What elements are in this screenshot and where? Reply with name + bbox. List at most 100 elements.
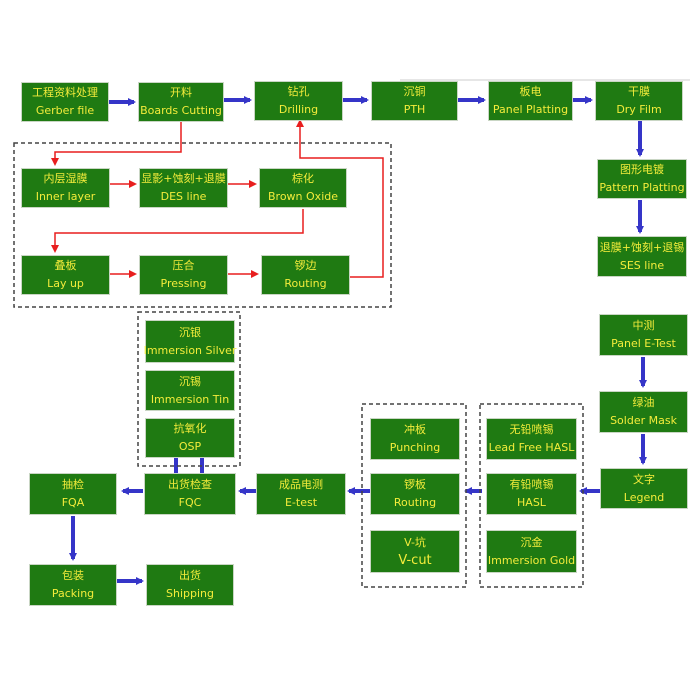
node-label-cn: 沉铜: [403, 85, 426, 98]
node-drilling: 钻孔 Drilling: [254, 81, 343, 121]
group-surface-finish-2: [479, 403, 584, 588]
node-label-en: DES line: [160, 190, 207, 203]
node-lead-free-hasl: 无铅喷锡 Lead Free HASL: [486, 418, 577, 460]
node-label-cn: 包装: [62, 569, 84, 582]
group-borders: [13, 142, 584, 588]
node-pattern-plating: 图形电镀 Pattern Platting: [597, 159, 687, 199]
node-label-en: Lay up: [47, 277, 84, 290]
arrow-brown-layup: [51, 209, 304, 253]
node-fqc: 出货检查 FQC: [144, 473, 236, 515]
group-surface-finish-1: [137, 311, 241, 467]
node-label-en: Routing: [393, 496, 437, 509]
node-label-cn: 图形电镀: [620, 163, 664, 176]
node-label-en: Shipping: [166, 587, 214, 600]
node-panel-etest: 中测 Panel E-Test: [599, 314, 688, 356]
node-label-cn: 中测: [632, 319, 655, 332]
node-label-cn: 开料: [170, 86, 192, 99]
node-label-cn: 板电: [519, 85, 542, 98]
node-pressing: 压合 Pressing: [139, 255, 228, 295]
node-packing: 包装 Packing: [29, 564, 117, 606]
node-label-en: Panel E-Test: [611, 337, 676, 350]
node-brown-oxide: 棕化 Brown Oxide: [259, 168, 347, 208]
node-solder-mask: 绿油 Solder Mask: [599, 391, 688, 433]
node-label-en: Brown Oxide: [268, 190, 338, 203]
node-label-cn: 冲板: [404, 423, 426, 436]
node-routing-inner: 锣边 Routing: [261, 255, 350, 295]
node-immersion-gold: 沉金 Immersion Gold: [486, 530, 577, 573]
node-dry-film: 干膜 Dry Film: [595, 81, 683, 121]
node-immersion-tin: 沉锡 Immersion Tin: [145, 370, 235, 411]
node-label-cn: 内层湿膜: [43, 172, 88, 185]
node-panel-plating: 板电 Panel Platting: [488, 81, 573, 121]
node-label-cn: 工程资料处理: [32, 86, 98, 99]
node-label-en: Inner layer: [35, 190, 96, 203]
node-label-cn: 锣板: [404, 478, 426, 491]
node-pth: 沉铜 PTH: [371, 81, 458, 121]
node-label-cn: 沉银: [179, 325, 201, 339]
node-label-en: Panel Platting: [492, 103, 569, 116]
node-hasl: 有铅喷锡 HASL: [486, 473, 577, 515]
node-label-en: Punching: [389, 441, 441, 454]
node-ses-line: 退膜+蚀刻+退锡 SES line: [597, 236, 687, 277]
node-label-cn: 绿油: [632, 396, 655, 409]
node-label-en: V-cut: [398, 552, 432, 568]
node-label-cn: V-坑: [404, 535, 426, 549]
node-label-cn: 出货: [179, 569, 201, 582]
node-label-en: PTH: [403, 103, 426, 116]
node-label-en: Packing: [51, 587, 95, 600]
node-routing-outer: 锣板 Routing: [370, 473, 460, 515]
node-label-cn: 有铅喷锡: [509, 478, 554, 491]
node-label-cn: 干膜: [628, 85, 650, 98]
node-punching: 冲板 Punching: [370, 418, 460, 460]
node-gerber-file: 工程资料处理 Gerber file: [21, 82, 109, 122]
node-label-cn: 无铅喷锡: [509, 423, 554, 436]
node-label-en: Pressing: [160, 277, 207, 290]
node-des-line: 显影+蚀刻+退膜 DES line: [139, 168, 228, 208]
node-label-cn: 钻孔: [287, 85, 310, 98]
node-label-en: Immersion Silver: [143, 343, 237, 357]
node-label-en: Boards Cutting: [140, 104, 222, 117]
node-label-cn: 退膜+蚀刻+退锡: [599, 240, 685, 254]
node-legend: 文字 Legend: [600, 468, 688, 509]
node-label-en: Pattern Platting: [599, 181, 685, 194]
node-label-cn: 锣边: [294, 259, 317, 272]
node-etest: 成品电测 E-test: [256, 473, 346, 515]
node-label-cn: 显影+蚀刻+退膜: [141, 172, 226, 185]
node-label-cn: 沉锡: [179, 374, 201, 388]
node-inner-layer: 内层湿膜 Inner layer: [21, 168, 110, 208]
red-arrows: [51, 119, 384, 278]
node-label-en: OSP: [178, 440, 202, 453]
node-immersion-silver: 沉银 Immersion Silver: [143, 320, 237, 363]
node-label-cn: 压合: [172, 259, 195, 272]
node-label-en: SES line: [619, 258, 665, 272]
node-label-en: Immersion Gold: [487, 553, 576, 567]
node-label-cn: 出货检查: [168, 478, 212, 491]
node-label-cn: 棕化: [292, 172, 314, 185]
node-vcut: V-坑 V-cut: [370, 530, 460, 573]
node-label-en: Drilling: [278, 103, 319, 116]
node-shipping: 出货 Shipping: [146, 564, 234, 606]
node-label-en: FQA: [61, 496, 85, 509]
node-label-en: FQC: [178, 496, 202, 509]
group-inner-layer: [13, 142, 392, 308]
node-label-en: Lead Free HASL: [488, 441, 575, 454]
node-label-cn: 文字: [633, 472, 655, 486]
node-label-en: Routing: [284, 277, 327, 290]
arrow-cutting-inner: [51, 122, 182, 166]
node-fqa: 抽检 FQA: [29, 473, 117, 515]
arrow-routing-drilling: [296, 119, 384, 278]
node-label-en: E-test: [284, 496, 318, 509]
node-label-en: Legend: [623, 490, 665, 504]
node-label-cn: 抗氧化: [173, 422, 207, 435]
group-profiling: [361, 403, 467, 588]
node-label-en: HASL: [517, 496, 546, 509]
node-label-cn: 沉金: [520, 535, 543, 549]
node-osp: 抗氧化 OSP: [145, 418, 235, 458]
node-label-en: Dry Film: [616, 103, 662, 116]
node-label-en: Immersion Tin: [150, 392, 230, 406]
node-label-en: Solder Mask: [610, 414, 677, 427]
node-boards-cutting: 开料 Boards Cutting: [138, 82, 224, 122]
node-label-en: Gerber file: [35, 104, 95, 117]
node-label-cn: 叠板: [54, 259, 77, 272]
